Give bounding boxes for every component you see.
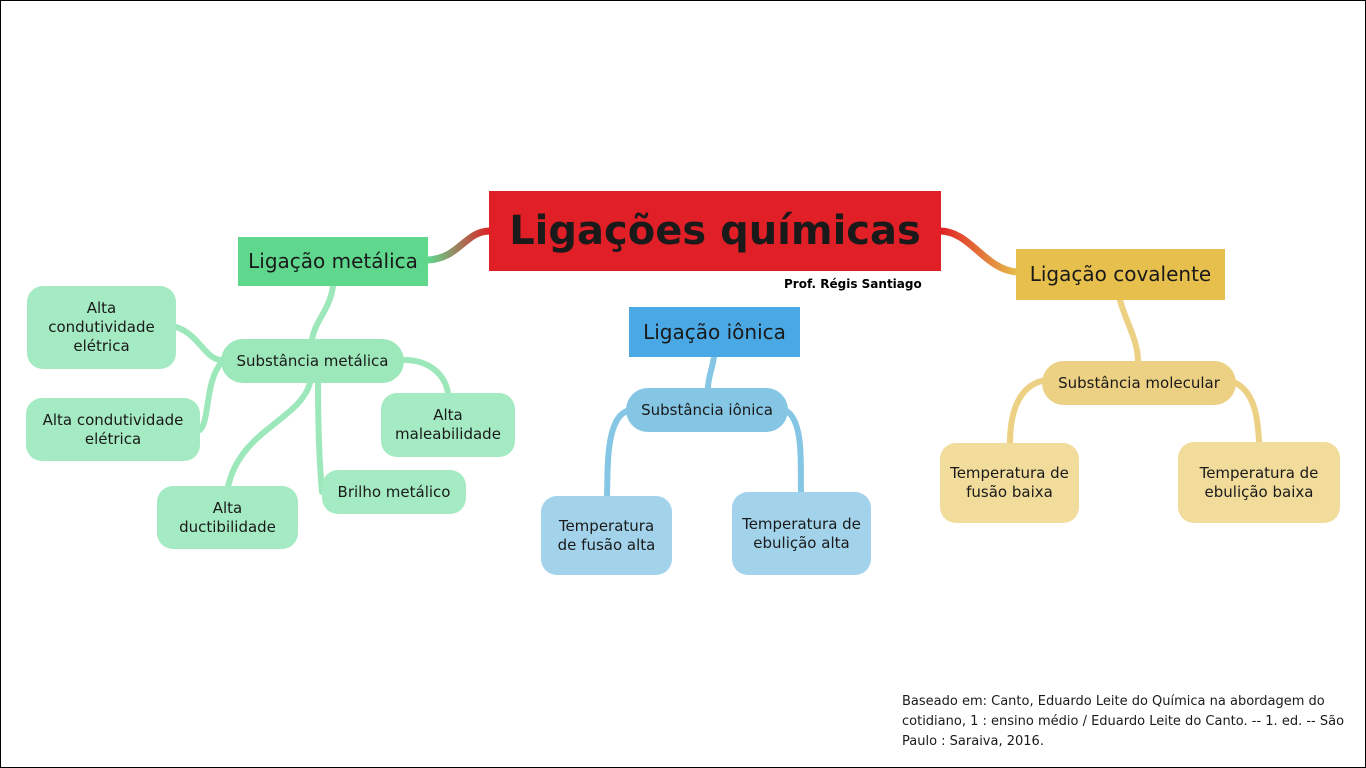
branch-ionic-label: Ligação iônica xyxy=(643,319,786,344)
property-label: Alta condutividade elétrica xyxy=(42,410,184,448)
substance-covalent: Substância molecular xyxy=(1042,361,1236,405)
root-node: Ligações químicas xyxy=(489,191,941,271)
property-label: Alta ductibilidade xyxy=(179,498,276,536)
property-label: Temperatura de ebulição baixa xyxy=(1199,463,1319,501)
branch-covalent-label: Ligação covalente xyxy=(1029,262,1212,286)
property-ionic-2: Temperatura de ebulição alta xyxy=(732,492,871,575)
property-metalic-3: Alta ductibilidade xyxy=(157,486,298,549)
branch-ionic: Ligação iônica xyxy=(629,307,800,357)
substance-covalent-label: Substância molecular xyxy=(1058,373,1220,392)
property-metalic-4: Brilho metálico xyxy=(322,470,466,514)
root-title: Ligações químicas xyxy=(509,208,921,254)
property-ionic-1: Temperatura de fusão alta xyxy=(541,496,672,575)
property-label: Temperatura de fusão alta xyxy=(557,516,656,554)
link-root-metalic xyxy=(424,227,494,264)
branch-covalent: Ligação covalente xyxy=(1016,249,1225,300)
author-credit: Prof. Régis Santiago xyxy=(784,277,922,291)
substance-metalic: Substância metálica xyxy=(221,339,404,383)
property-covalent-2: Temperatura de ebulição baixa xyxy=(1178,442,1340,523)
property-covalent-1: Temperatura de fusão baixa xyxy=(940,443,1079,523)
substance-ionic: Substância iônica xyxy=(626,388,788,432)
property-label: Temperatura de ebulição alta xyxy=(742,514,861,552)
property-metalic-5: Alta maleabilidade xyxy=(381,393,515,457)
branch-metalic-label: Ligação metálica xyxy=(248,249,418,273)
property-label: Temperatura de fusão baixa xyxy=(950,464,1069,501)
branch-metalic: Ligação metálica xyxy=(238,237,428,286)
property-metalic-2: Alta condutividade elétrica xyxy=(26,398,200,461)
substance-ionic-label: Substância iônica xyxy=(641,400,773,419)
source-citation: Baseado em: Canto, Eduardo Leite do Quím… xyxy=(902,694,1345,749)
link-root-covalent xyxy=(936,227,1021,276)
substance-metalic-label: Substância metálica xyxy=(236,351,389,370)
property-label: Alta maleabilidade xyxy=(395,406,501,443)
property-label: Alta condutividade elétrica xyxy=(48,299,155,355)
property-metalic-1: Alta condutividade elétrica xyxy=(27,286,176,369)
property-label: Brilho metálico xyxy=(337,482,451,501)
